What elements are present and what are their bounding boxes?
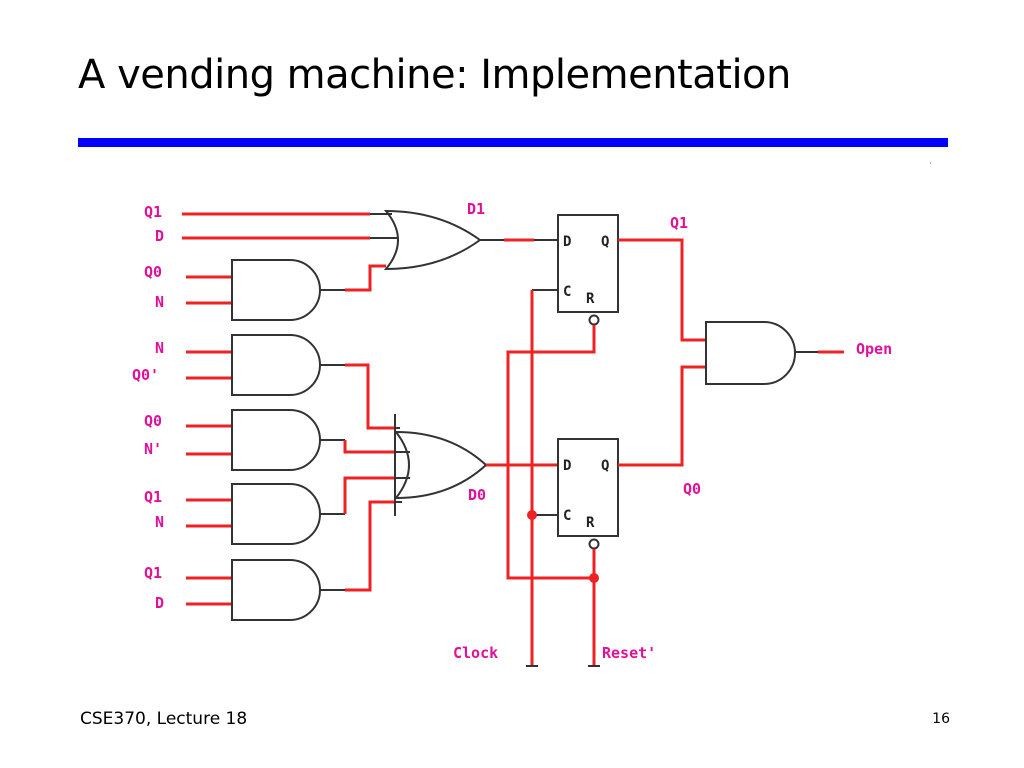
net-label-q0: Q0 [683, 480, 701, 498]
input-label-q1-c: Q1 [144, 564, 162, 582]
input-label-d-c: D [155, 594, 164, 612]
vending-machine-circuit: Q1 D Q0 N N Q0' Q0 N' Q1 N Q1 D [132, 162, 931, 667]
output-label-open: Open [856, 340, 892, 358]
ff1-pin-q: Q [601, 234, 609, 250]
and-gate-3 [231, 409, 396, 471]
and-gate-1 [231, 259, 386, 321]
input-label-n-a: N [155, 293, 164, 311]
and-gate-open [705, 321, 844, 385]
input-label-q1-top: Q1 [144, 203, 162, 221]
or-gate-d0 [393, 414, 558, 516]
ff0-pin-r: R [586, 515, 595, 531]
input-label-n-not: N' [144, 440, 162, 458]
input-label-n-b: N [155, 339, 164, 357]
net-label-d0: D0 [468, 486, 486, 504]
net-label-d1: D1 [467, 200, 485, 218]
ff0-pin-q: Q [601, 458, 609, 474]
ff0-pin-d: D [563, 458, 571, 474]
net-label-clock: Clock [453, 644, 498, 662]
input-label-q0-not: Q0' [132, 366, 159, 384]
ff1-pin-d: D [563, 234, 571, 250]
output-wires [618, 238, 706, 467]
footer-course: CSE370, Lecture 18 [80, 709, 248, 729]
input-label-n-c: N [155, 513, 164, 531]
page-number: 16 [932, 711, 950, 727]
net-label-q1: Q1 [670, 214, 688, 232]
title-underline [78, 138, 948, 147]
and-gate-4 [231, 476, 396, 545]
input-label-q0-a: Q0 [144, 263, 162, 281]
slide-title: A vending machine: Implementation [78, 52, 791, 98]
flipflop-q1: D Q C R [532, 214, 619, 326]
net-label-reset: Reset' [602, 644, 656, 662]
flipflop-q0: D Q C R [532, 438, 619, 550]
input-wires [182, 212, 370, 606]
ff1-pin-r: R [586, 291, 595, 307]
input-label-q0-b: Q0 [144, 412, 162, 430]
or-gate-d1 [370, 209, 558, 271]
ff0-pin-c: C [563, 508, 571, 524]
and-gate-2 [231, 334, 395, 430]
input-label-q1-b: Q1 [144, 488, 162, 506]
input-label-d-top: D [155, 227, 164, 245]
ff1-pin-c: C [563, 284, 571, 300]
and-gate-5 [231, 500, 396, 621]
clock-reset-wires [506, 290, 600, 667]
